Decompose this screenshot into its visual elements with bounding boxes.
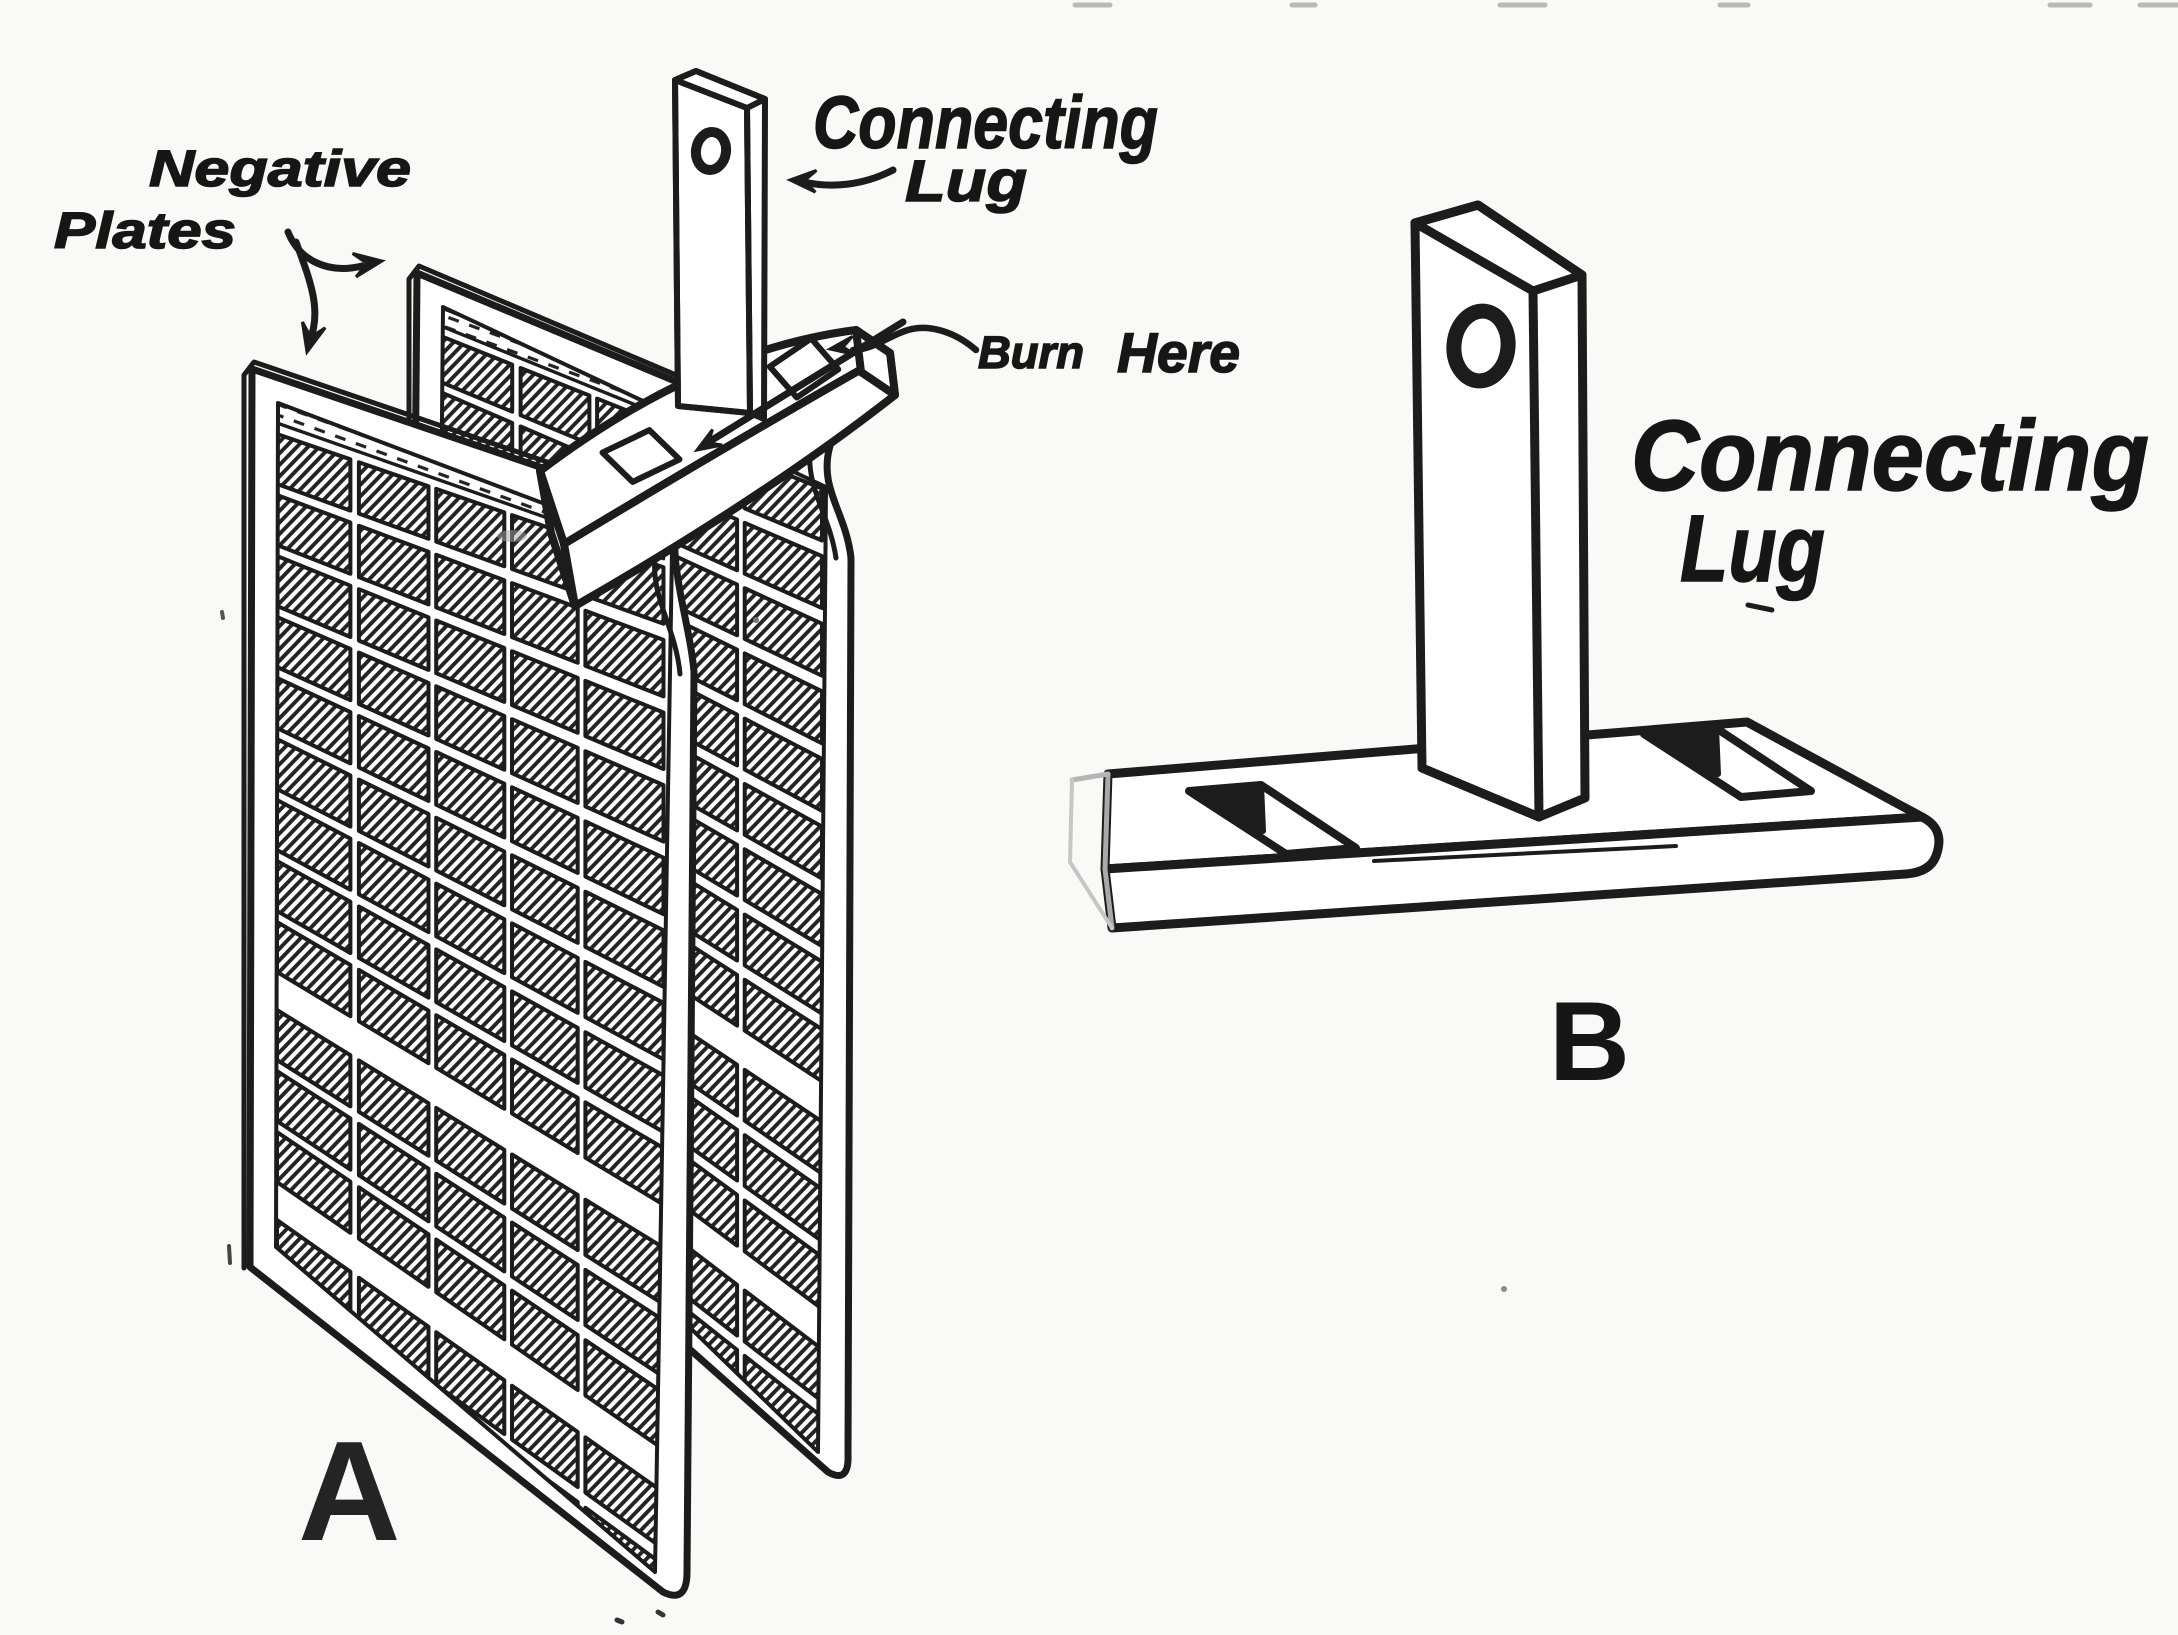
svg-text:Lug: Lug	[905, 149, 1027, 214]
svg-text:Lug: Lug	[1680, 496, 1825, 602]
svg-text:Connecting: Connecting	[813, 81, 1158, 164]
svg-text:Connecting: Connecting	[1631, 400, 2149, 512]
svg-text:A: A	[298, 1412, 401, 1571]
svg-text:B: B	[1549, 979, 1630, 1104]
svg-text:Here: Here	[1117, 321, 1240, 384]
svg-text:Burn: Burn	[978, 327, 1084, 378]
svg-text:Plates: Plates	[54, 202, 236, 259]
svg-text:Negative: Negative	[149, 140, 411, 197]
